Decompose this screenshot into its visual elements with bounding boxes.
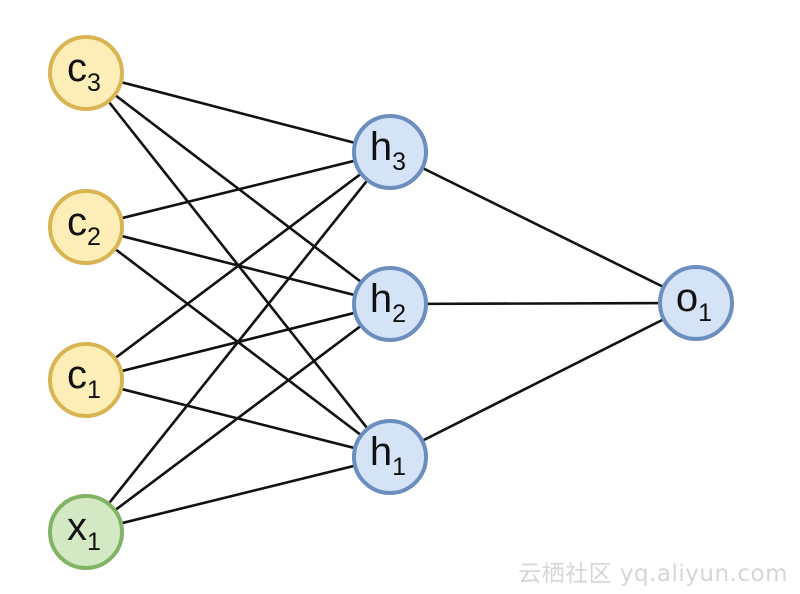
node-o1-label: o1	[676, 276, 712, 327]
node-h1: h1	[352, 419, 428, 495]
node-c1-circle	[48, 342, 124, 418]
node-h2-circle	[352, 266, 428, 342]
node-c1-label-subscript: 1	[87, 376, 101, 404]
edge-x1-h3	[84, 151, 392, 533]
node-x1: x1	[48, 494, 124, 570]
node-h3-label-subscript: 3	[392, 148, 406, 176]
edge-h3-o1	[389, 150, 697, 305]
node-c3: c3	[48, 35, 124, 111]
edge-c1-h3	[85, 150, 391, 382]
edge-x1-h2	[85, 302, 391, 534]
node-c2-circle	[48, 189, 124, 265]
edges-layer	[84, 71, 697, 534]
edge-h2-o1	[389, 301, 697, 306]
node-c2-label: c2	[67, 200, 101, 251]
node-h3-circle	[352, 114, 428, 190]
node-h3-label-base: h	[370, 125, 392, 169]
node-h3-label: h3	[370, 125, 406, 176]
node-h1-label-base: h	[370, 430, 392, 474]
node-x1-label-subscript: 1	[87, 528, 101, 556]
node-c2-label-base: c	[67, 200, 87, 244]
node-c3-label-subscript: 3	[87, 69, 101, 97]
edge-c2-h3	[85, 150, 391, 229]
node-h2: h2	[352, 266, 428, 342]
node-h2-label-base: h	[370, 277, 392, 321]
node-o1-circle	[658, 265, 734, 341]
node-o1-label-base: o	[676, 276, 698, 320]
edge-h1-o1	[389, 301, 697, 459]
node-c1-label-base: c	[67, 353, 87, 397]
node-h3: h3	[352, 114, 428, 190]
node-c1-label: c1	[67, 353, 101, 404]
node-h1-label-subscript: 1	[392, 453, 406, 481]
node-h2-label-subscript: 2	[392, 300, 406, 328]
node-o1: o1	[658, 265, 734, 341]
watermark: 云栖社区 yq.aliyun.com	[518, 561, 788, 587]
node-x1-label-base: x	[67, 505, 87, 549]
node-x1-label: x1	[67, 505, 101, 556]
node-c2: c2	[48, 189, 124, 265]
node-c2-label-subscript: 2	[87, 223, 101, 251]
node-c3-label: c3	[67, 46, 101, 97]
edge-c3-h3	[85, 71, 391, 154]
node-o1-label-subscript: 1	[698, 299, 712, 327]
node-h1-circle	[352, 419, 428, 495]
node-c3-circle	[48, 35, 124, 111]
node-h1-label: h1	[370, 430, 406, 481]
node-x1-circle	[48, 494, 124, 570]
node-c3-label-base: c	[67, 46, 87, 90]
node-c1: c1	[48, 342, 124, 418]
node-h2-label: h2	[370, 277, 406, 328]
edge-x1-h1	[85, 455, 391, 534]
